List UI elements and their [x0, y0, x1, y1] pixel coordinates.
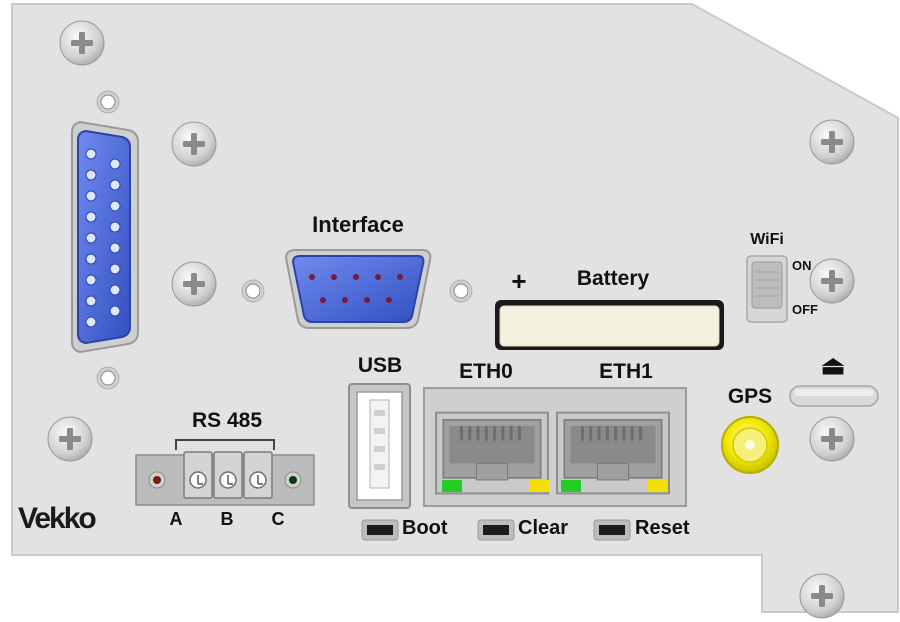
terminal-c-label: C: [272, 509, 285, 529]
screw-icon: [171, 261, 217, 307]
rs485-bracket: [175, 439, 275, 450]
rj45-port-icon[interactable]: [435, 411, 549, 495]
rj45-port-icon[interactable]: [556, 411, 670, 495]
terminal-a-label: A: [170, 509, 183, 529]
eject-icon: ⏏: [821, 350, 846, 380]
eject-button[interactable]: [789, 385, 879, 407]
wifi-off-label: OFF: [792, 302, 818, 317]
battery-slot[interactable]: [495, 300, 724, 350]
battery-plus-label: +: [511, 266, 526, 296]
wifi-on-label: ON: [792, 258, 812, 273]
eth0-link-led: [442, 480, 462, 492]
gps-sma-connector-icon[interactable]: [721, 416, 779, 474]
screw-icon: [809, 258, 855, 304]
screw-icon: [47, 416, 93, 462]
usb-label: USB: [358, 354, 402, 377]
svg-text:Vekko: Vekko: [18, 502, 96, 535]
boot-button[interactable]: [361, 519, 399, 541]
clear-button[interactable]: [477, 519, 515, 541]
db15-connector-icon[interactable]: [71, 120, 139, 354]
eth0-label: ETH0: [459, 360, 513, 383]
screw-icon: [171, 121, 217, 167]
screw-icon: [799, 573, 845, 619]
mounting-hole: [241, 279, 265, 303]
boot-label: Boot: [402, 517, 448, 539]
terminal-block-icon[interactable]: [135, 451, 315, 506]
db9-connector-icon[interactable]: [284, 249, 432, 329]
interface-label: Interface: [312, 212, 404, 237]
reset-button[interactable]: [593, 519, 631, 541]
wifi-label: WiFi: [750, 231, 784, 248]
clear-label: Clear: [518, 517, 568, 539]
gps-label: GPS: [728, 385, 772, 408]
mounting-hole: [96, 366, 120, 390]
eth0-activity-led: [529, 480, 549, 492]
reset-label: Reset: [635, 517, 690, 539]
eth1-activity-led: [647, 480, 667, 492]
screw-icon: [59, 20, 105, 66]
eth1-link-led: [561, 480, 581, 492]
rs485-label: RS 485: [192, 409, 262, 432]
usb-port-icon[interactable]: [348, 383, 411, 509]
screw-icon: [809, 416, 855, 462]
screw-icon: [809, 119, 855, 165]
eth1-label: ETH1: [599, 360, 653, 383]
mounting-hole: [449, 279, 473, 303]
mounting-hole: [96, 90, 120, 114]
terminal-b-label: B: [221, 509, 234, 529]
brand-logo: Vekko: [18, 502, 98, 535]
battery-label: Battery: [577, 267, 650, 290]
wifi-switch[interactable]: [746, 255, 788, 323]
